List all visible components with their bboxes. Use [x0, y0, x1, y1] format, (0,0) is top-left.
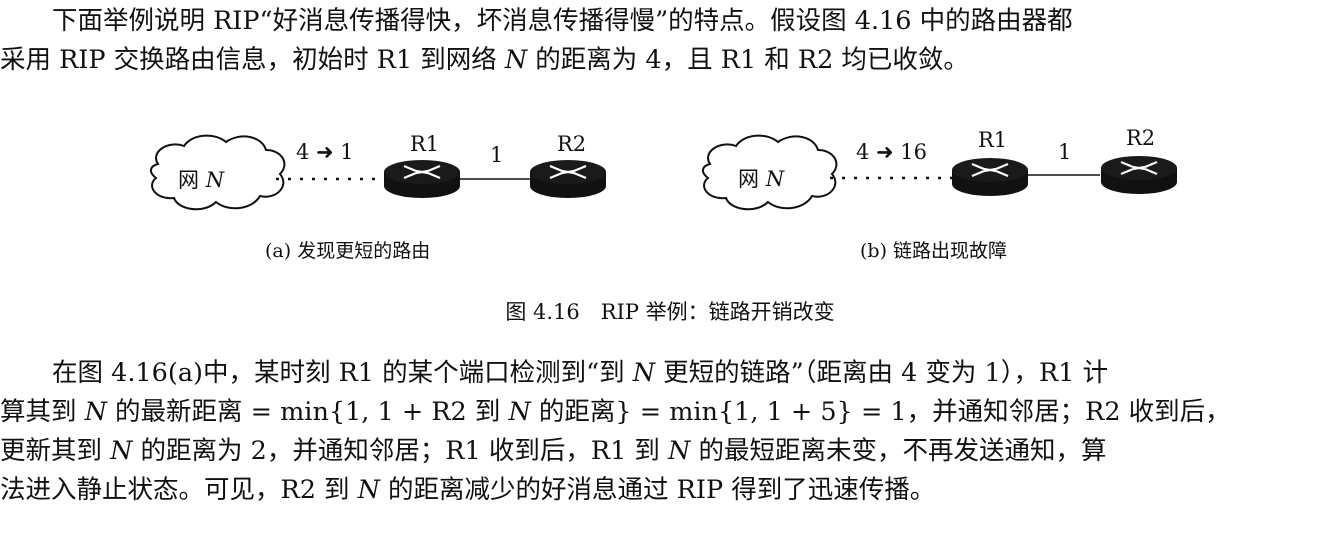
- panel-a: [149, 134, 608, 211]
- body-paragraph: 在图 4.16(a)中，某时刻 R1 的某个端口检测到“到 N 更短的链路”（距…: [0, 354, 1340, 510]
- intro-line-2: 采用 RIP 交换路由信息，初始时 R1 到网络 N 的距离为 4，且 R1 和…: [0, 45, 969, 75]
- router-r2-label-a: R2: [557, 132, 587, 156]
- figure-title: 图 4.16 RIP 举例：链路开销改变: [505, 300, 835, 324]
- router-r2-label-b: R2: [1126, 126, 1156, 150]
- body-line-1: 在图 4.16(a)中，某时刻 R1 的某个端口检测到“到 N 更短的链路”（距…: [52, 358, 1109, 388]
- caption-b: (b) 链路出现故障: [860, 240, 1008, 262]
- caption-a: (a) 发现更短的路由: [265, 240, 431, 262]
- cloud-label-a: 网 N: [178, 168, 225, 192]
- link-cost-label-b: 4 ➜ 16: [856, 140, 928, 164]
- router-r1-b: [950, 156, 1030, 198]
- panel-b: [701, 134, 1179, 211]
- body-line-3: 更新其到 N 的距离为 2，并通知邻居；R1 收到后，R1 到 N 的最短距离未…: [0, 436, 1107, 466]
- router-r1-label-b: R1: [978, 128, 1008, 152]
- body-line-2: 算其到 N 的最新距离 = min{1, 1 + R2 到 N 的距离} = m…: [0, 397, 1231, 427]
- router-r1-a: [382, 158, 462, 200]
- router-r1-label-a: R1: [410, 132, 440, 156]
- intro-paragraph: 下面举例说明 RIP“好消息传播得快，坏消息传播得慢”的特点。假设图 4.16 …: [0, 2, 1340, 80]
- cloud-label-b: 网 N: [738, 167, 785, 191]
- link-cost-label-a: 4 ➜ 1: [296, 140, 354, 164]
- router-link-cost-b: 1: [1058, 140, 1072, 164]
- router-r2-a: [528, 158, 608, 200]
- router-link-cost-a: 1: [490, 143, 504, 167]
- intro-line-1: 下面举例说明 RIP“好消息传播得快，坏消息传播得慢”的特点。假设图 4.16 …: [52, 6, 1073, 36]
- router-r2-b: [1099, 154, 1179, 196]
- body-line-4: 法进入静止状态。可见，R2 到 N 的距离减少的好消息通过 RIP 得到了迅速传…: [0, 475, 936, 505]
